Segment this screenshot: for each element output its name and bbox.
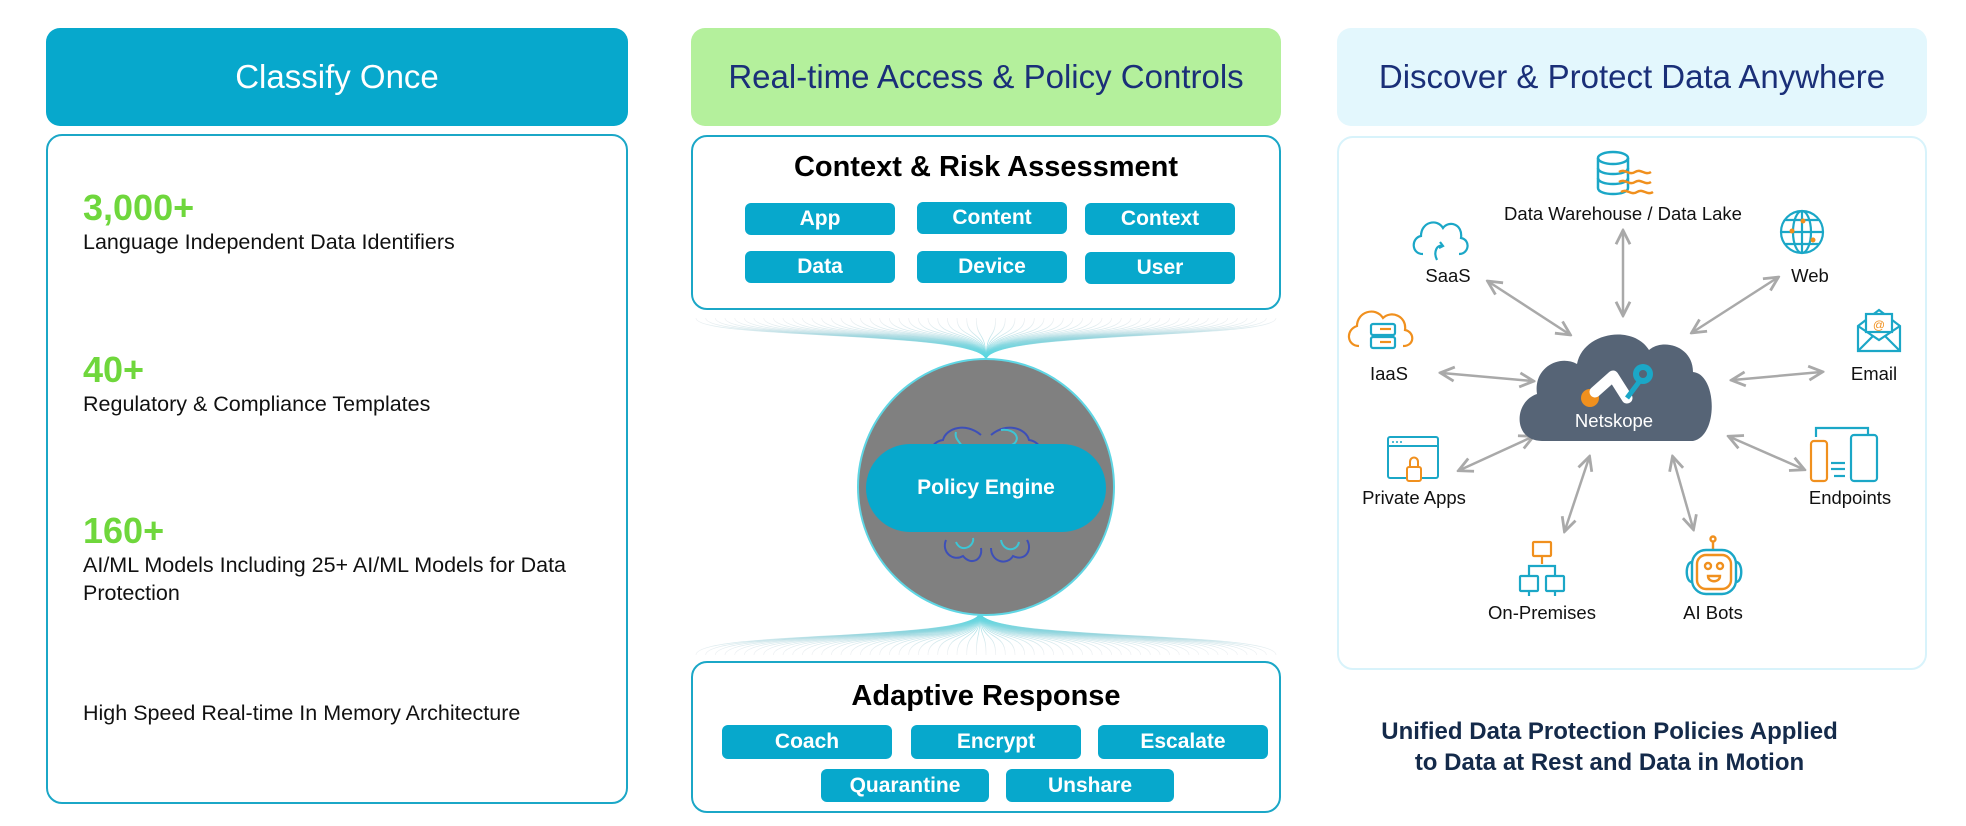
fan-line [937, 317, 987, 361]
arrow-iaas [1442, 373, 1532, 381]
response-item-encrypt: Encrypt [911, 725, 1081, 759]
arrow-web [1693, 278, 1777, 332]
fan-line [898, 317, 987, 361]
node-label-private-apps: Private Apps [1362, 487, 1466, 508]
node-label-web: Web [1791, 265, 1829, 286]
fan-line [927, 317, 987, 361]
classify-once-panel: 3,000+ Language Independent Data Identif… [46, 134, 628, 804]
stat-identifiers: 3,000+ Language Independent Data Identif… [83, 188, 583, 256]
netskope-label: Netskope [1574, 410, 1654, 431]
context-item-data: Data [745, 251, 895, 283]
fan-line [850, 611, 981, 656]
unified-policies-caption: Unified Data Protection Policies Applied… [1337, 716, 1882, 778]
connector-arrows [1442, 232, 1821, 530]
fan-line [927, 611, 981, 656]
arrow-endpoints [1730, 437, 1803, 469]
node-label-endpoints: Endpoints [1808, 487, 1892, 508]
fan-line [879, 317, 987, 361]
stat-value: 40+ [83, 349, 145, 390]
fan-line [888, 317, 987, 361]
response-item-coach: Coach [722, 725, 892, 759]
adaptive-response-box: Adaptive Response Coach Encrypt Escalate… [691, 661, 1281, 813]
fan-line [979, 611, 1277, 656]
context-item-context: Context [1085, 203, 1235, 235]
discover-protect-header: Discover & Protect Data Anywhere [1337, 28, 1927, 126]
node-label-data-warehouse: Data Warehouse / Data Lake [1504, 203, 1742, 224]
globe-icon [1779, 209, 1825, 255]
context-risk-assessment-box: Context & Risk Assessment App Content Co… [691, 135, 1281, 310]
response-item-quarantine: Quarantine [821, 769, 989, 802]
context-item-app: App [745, 203, 895, 235]
fan-line [869, 611, 981, 656]
fan-line [917, 611, 981, 656]
policy-engine-pill [866, 444, 1106, 532]
node-label-iaas: IaaS [1369, 363, 1409, 384]
response-item-escalate: Escalate [1098, 725, 1268, 759]
stat-description: High Speed Real-time In Memory Architect… [83, 701, 521, 725]
caption-line-2: to Data at Rest and Data in Motion [1414, 749, 1805, 776]
context-item-device: Device [917, 251, 1067, 283]
fan-lines-bottom [695, 611, 1277, 656]
adaptive-response-title: Adaptive Response [851, 680, 1121, 712]
stat-value: 3,000+ [83, 187, 195, 228]
database-icon [1596, 150, 1654, 196]
svg-text:@: @ [1873, 318, 1885, 332]
stat-templates: 40+ Regulatory & Compliance Templates [83, 350, 583, 418]
fan-line [850, 317, 987, 361]
classify-once-header: Classify Once [46, 28, 628, 126]
arrow-saas [1489, 282, 1569, 334]
fan-line [869, 317, 987, 361]
network-icon [1518, 540, 1566, 596]
policy-controls-title: Real-time Access & Policy Controls [728, 58, 1244, 95]
context-item-content: Content [917, 202, 1067, 234]
netskope-logo-icon [1581, 364, 1653, 407]
policy-engine-label: Policy Engine [917, 476, 1055, 499]
fan-line [879, 611, 981, 656]
data-anywhere-diagram: @ [1347, 150, 1902, 596]
devices-icon [1809, 426, 1879, 483]
stat-architecture: High Speed Real-time In Memory Architect… [83, 699, 583, 727]
stat-description: Regulatory & Compliance Templates [83, 392, 431, 416]
policy-engine-graphic [695, 317, 1277, 656]
arrow-ai-bots [1673, 458, 1693, 528]
fan-line [888, 611, 981, 656]
fan-line [908, 317, 987, 361]
classify-once-title: Classify Once [235, 58, 439, 95]
context-item-user: User [1085, 252, 1235, 284]
arrow-on-premises [1565, 458, 1589, 530]
node-label-ai-bots: AI Bots [1683, 602, 1743, 623]
response-item-unshare: Unshare [1006, 769, 1174, 802]
cloud-server-icon [1347, 310, 1414, 350]
stat-description: Language Independent Data Identifiers [83, 230, 455, 254]
context-risk-title: Context & Risk Assessment [793, 151, 1179, 183]
robot-icon [1685, 535, 1743, 596]
netskope-hub [1519, 334, 1712, 441]
fan-line [898, 611, 981, 656]
policy-controls-header: Real-time Access & Policy Controls [691, 28, 1281, 126]
email-icon: @ [1856, 308, 1902, 353]
arrow-email [1733, 372, 1821, 380]
node-label-saas: SaaS [1425, 265, 1471, 286]
fan-line [985, 317, 1277, 361]
cloud-sync-icon [1412, 221, 1469, 261]
node-label-email: Email [1850, 363, 1898, 384]
stat-description: AI/ML Models Including 25+ AI/ML Models … [83, 553, 566, 605]
fan-line [859, 317, 987, 361]
locked-window-icon [1387, 436, 1439, 482]
arrow-private-apps [1460, 437, 1532, 470]
node-label-on-premises: On-Premises [1488, 602, 1596, 623]
fan-line [908, 611, 981, 656]
discover-protect-title: Discover & Protect Data Anywhere [1378, 58, 1886, 95]
fan-line [859, 611, 981, 656]
stat-value: 160+ [83, 510, 165, 551]
fan-line [840, 611, 981, 656]
caption-line-1: Unified Data Protection Policies Applied [1381, 718, 1838, 745]
fan-line [917, 317, 987, 361]
fan-lines-top [695, 317, 1277, 361]
stat-models: 160+ AI/ML Models Including 25+ AI/ML Mo… [83, 511, 583, 607]
